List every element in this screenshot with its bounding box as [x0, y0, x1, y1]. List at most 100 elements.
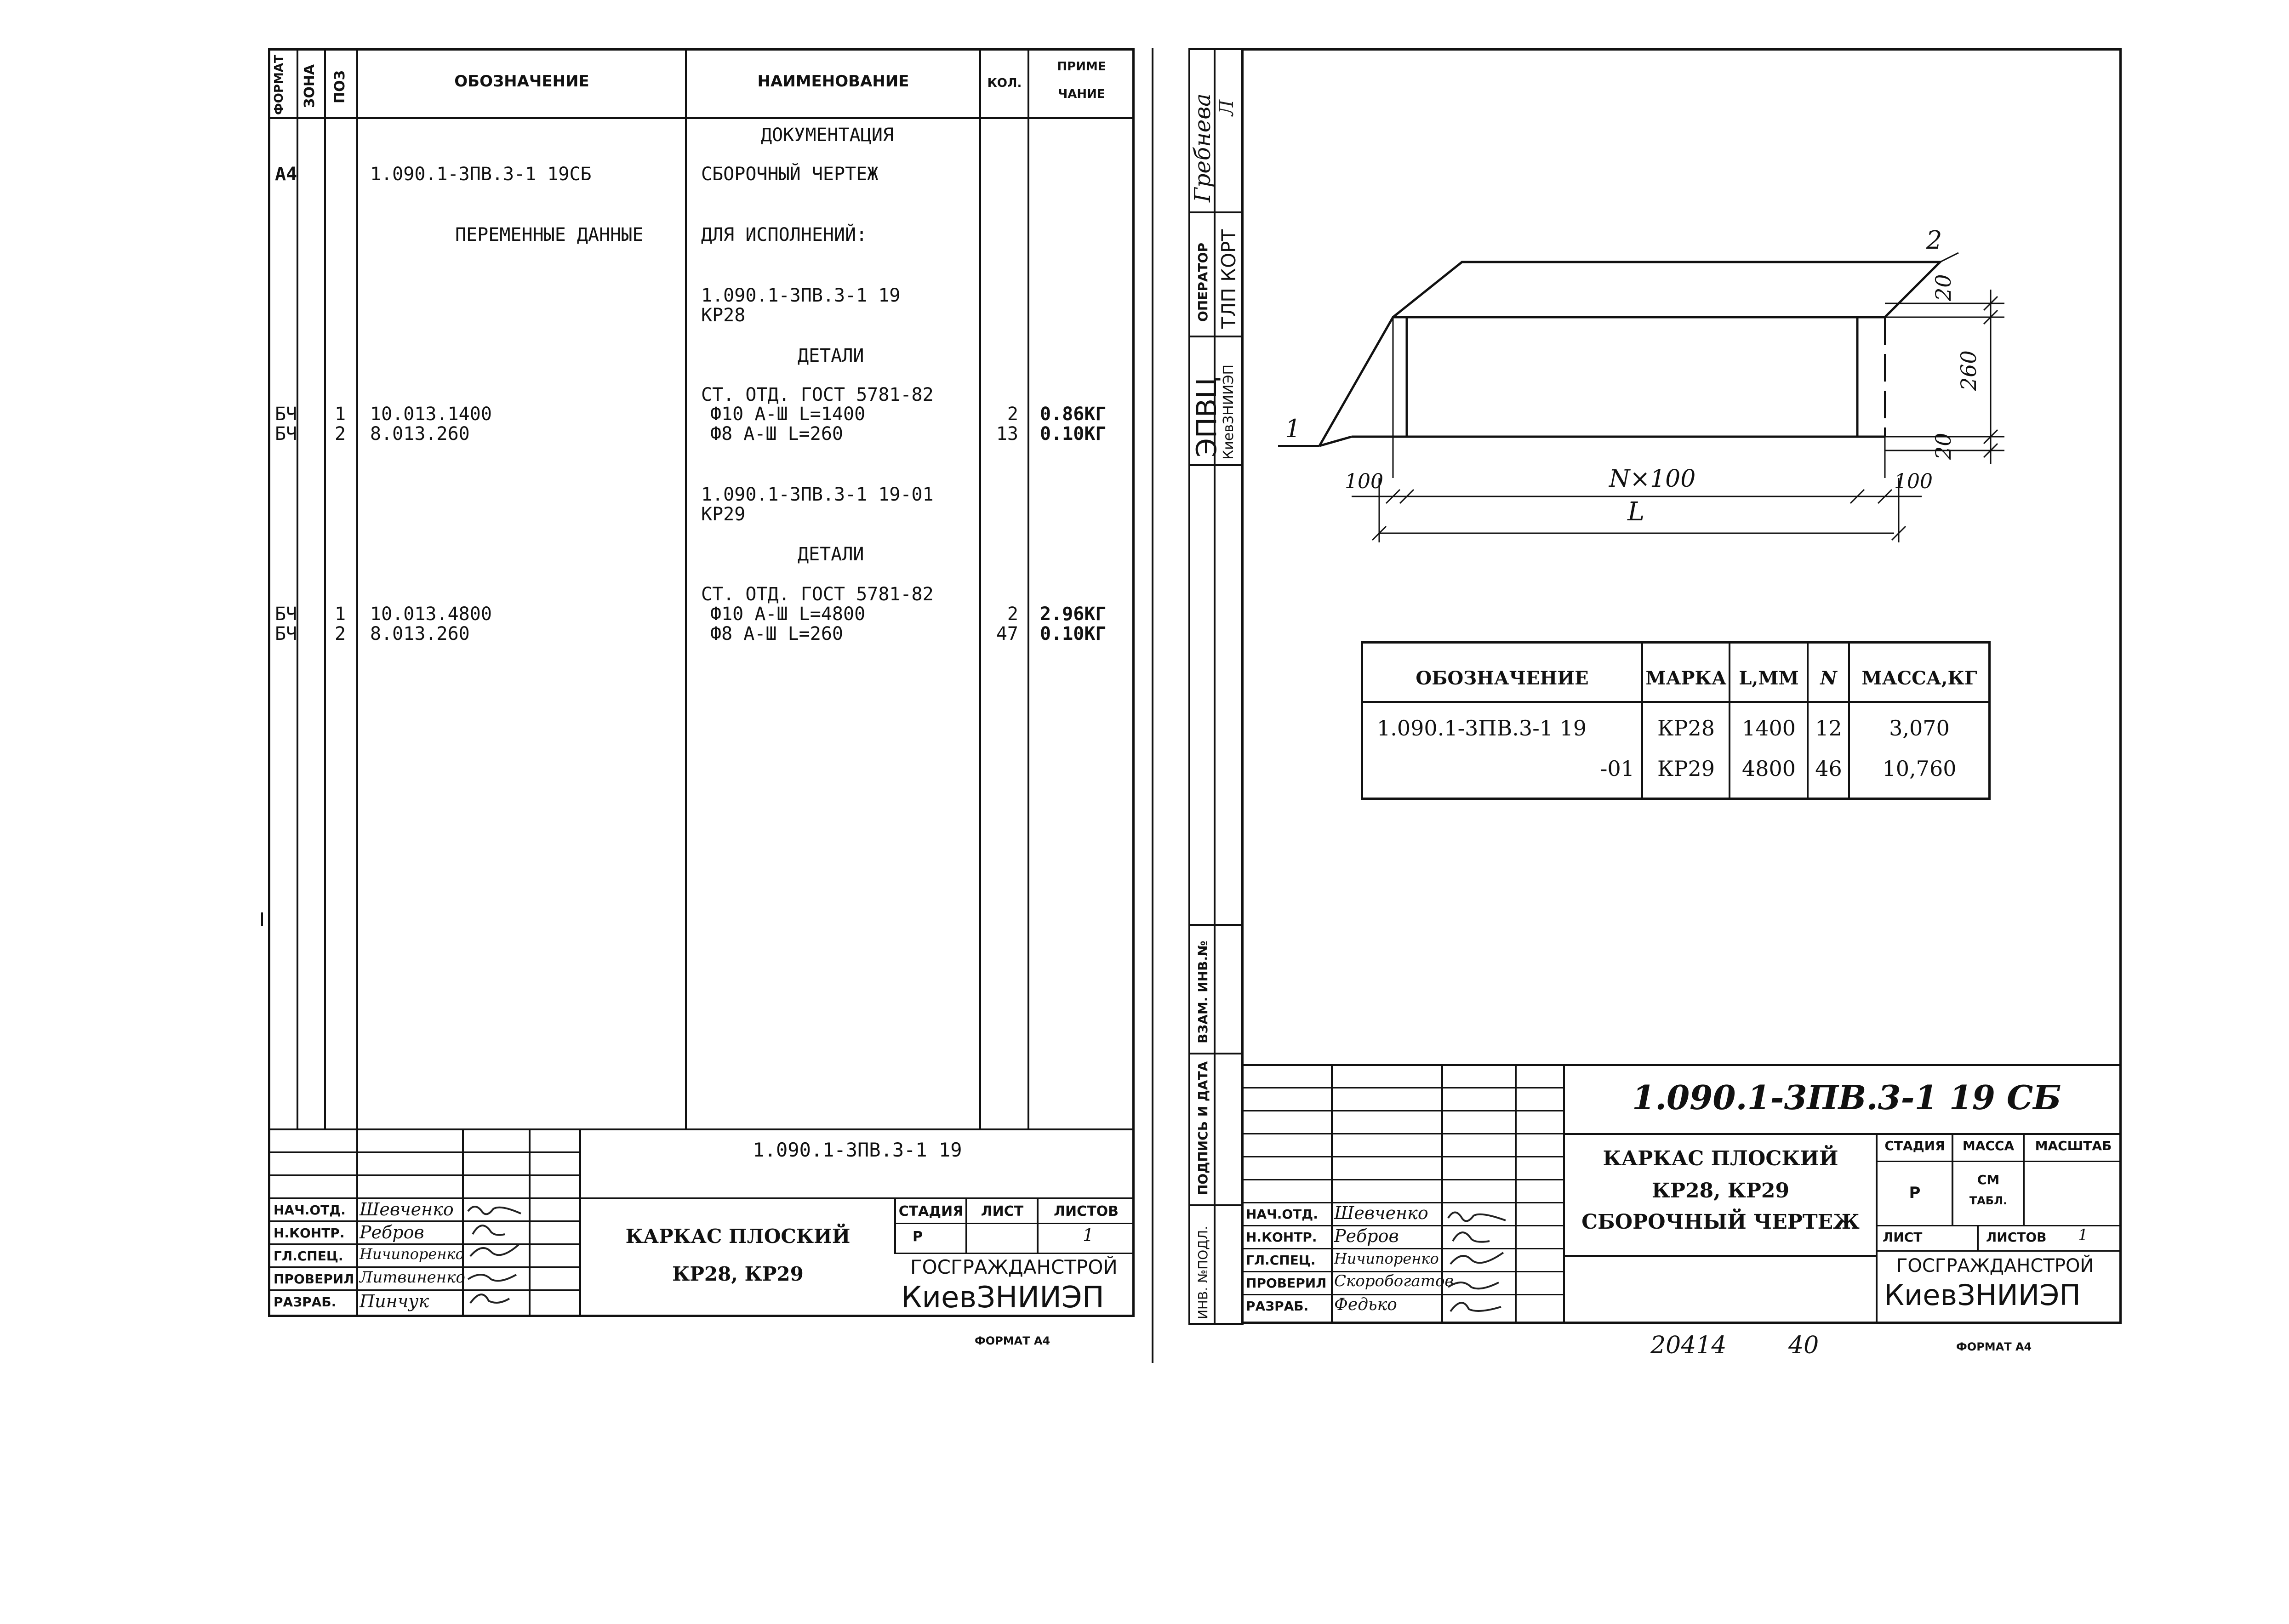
bottom-number-1: 20414 [1650, 1332, 1727, 1359]
left-format-label: ФОРМАТ А4 [975, 1334, 1050, 1347]
right-role-2: ГЛ.СПЕЦ. [1246, 1253, 1316, 1268]
row-r3-name: Ф10 А-Ш L=4800 [710, 604, 866, 625]
left-role-3: ПРОВЕРИЛ [274, 1271, 354, 1287]
right-tb-stage-hl1 [1876, 1161, 2122, 1162]
left-tb-col-3 [529, 1128, 531, 1317]
right-tb-line-4 [1241, 1156, 1563, 1157]
left-spec-frame [268, 48, 1135, 1317]
right-tb-code: 1.090.1-3ПВ.3-1 19 СБ [1632, 1078, 2061, 1117]
left-tb-line-7 [268, 1289, 581, 1291]
left-tb-org-2: КиевЗНИИЭП [901, 1281, 1104, 1315]
right-format-label: ФОРМАТ А4 [1956, 1340, 2032, 1353]
drawing-dim-mid: 260 [1956, 350, 1981, 391]
stamp-hl-4 [1188, 924, 1244, 926]
right-name-4: Федько [1334, 1295, 1397, 1314]
left-tb-sheet-label: ЛИСТ [981, 1203, 1024, 1219]
left-tb-line-4 [268, 1220, 581, 1222]
header-format: ФОРМАТ [272, 55, 286, 115]
left-tb-title-2: КР28, КР29 [672, 1263, 804, 1285]
stamp-col-mid [1214, 48, 1216, 1324]
right-tb-sheet-label: ЛИСТ [1883, 1230, 1923, 1245]
right-tb-top [1241, 1064, 2122, 1066]
row-r3-note: 2.96КГ [1040, 604, 1107, 625]
right-tb-title-1: КАРКАС ПЛОСКИЙ [1603, 1147, 1838, 1170]
right-name-2: Ничипоренко [1334, 1250, 1439, 1267]
right-tb-line-7 [1241, 1225, 1563, 1226]
row-r2-pos: 2 [335, 423, 346, 444]
spec-col-1 [1641, 641, 1643, 800]
left-tb-stage-left [894, 1197, 896, 1253]
col-line-qty [1027, 48, 1029, 1128]
right-signatures [1447, 1211, 1506, 1312]
stamp-kiev: КиевЗНИИЭП [1221, 364, 1237, 460]
bottom-number-2: 40 [1788, 1332, 1819, 1359]
right-tb-sheets-label: ЛИСТОВ [1986, 1230, 2047, 1245]
left-tb-line-5 [268, 1243, 581, 1245]
col-line-pos [356, 48, 358, 1128]
left-tb-stage-hl1 [894, 1223, 1135, 1224]
spec-r1-c2: 1400 [1741, 716, 1796, 741]
right-tb-line-5 [1241, 1179, 1563, 1180]
spec-col-4 [1848, 641, 1850, 800]
drawing-dim-right: 100 [1894, 470, 1933, 493]
spec-col-2 [1729, 641, 1730, 800]
spec-r2-c0: -01 [1600, 756, 1634, 781]
left-tb-code: 1.090.1-3ПВ.3-1 19 [753, 1139, 962, 1161]
spec-r1-c3: 12 [1815, 716, 1842, 741]
spec-r2-c4: 10,760 [1882, 756, 1957, 781]
col-line-designation [685, 48, 687, 1128]
spec-header-1: МАРКА [1645, 667, 1727, 689]
left-tb-stage-mid1 [965, 1197, 967, 1253]
sheet-divider [1152, 48, 1153, 1363]
right-tb-stage-value: Р [1909, 1184, 1921, 1202]
left-tb-stage-hl2 [894, 1253, 1135, 1254]
frame-drawing [1278, 252, 2004, 542]
left-tb-line-2 [268, 1174, 581, 1176]
right-tb-line-1 [1241, 1087, 1563, 1088]
right-tb-stage-mid1 [1952, 1133, 1953, 1225]
row-r1-pos: 1 [335, 404, 346, 425]
drawing-pos-1: 1 [1285, 414, 1301, 443]
header-name: НАИМЕНОВАНИЕ [757, 72, 909, 91]
row-v2-mark: КР29 [701, 504, 746, 525]
left-tb-col-2 [462, 1128, 464, 1317]
right-tb-stage-hl2 [1876, 1225, 2122, 1226]
row-v1-code: 1.090.1-3ПВ.3-1 19 [701, 285, 901, 306]
left-tb-stage-value: Р [913, 1229, 923, 1245]
row-a4-name: СБОРОЧНЫЙ ЧЕРТЕЖ [701, 164, 879, 185]
row-r3-qty: 2 [1007, 604, 1018, 625]
right-main-frame [1241, 48, 2122, 1324]
header-pos: ПОЗ [332, 70, 348, 103]
right-role-1: Н.КОНТР. [1246, 1230, 1317, 1245]
row-a4-designation: 1.090.1-3ПВ.3-1 19СБ [370, 164, 592, 185]
row-r2-name: Ф8 А-Ш L=260 [710, 423, 843, 444]
row-r2-format: БЧ [275, 423, 297, 444]
spec-header-3: N [1820, 667, 1837, 689]
right-name-0: Шевченко [1334, 1203, 1428, 1223]
left-name-2: Ничипоренко [360, 1245, 464, 1263]
stamp-inv: ИНВ. №ПОДЛ. [1195, 1225, 1210, 1319]
right-tb-org-1: ГОСГРАЖДАНСТРОЙ [1896, 1255, 2094, 1276]
spec-r1-c1: КР28 [1657, 716, 1715, 741]
stamp-hl-1 [1188, 211, 1244, 213]
stamp-bottom [1188, 1323, 1244, 1325]
right-tb-stage-label: СТАДИЯ [1884, 1138, 1945, 1153]
left-header-divider [268, 117, 1135, 119]
row-variable-data: ПЕРЕМЕННЫЕ ДАННЫЕ [455, 224, 644, 245]
stamp-col-left [1188, 48, 1190, 1324]
stamp-operator: ОПЕРАТОР [1195, 243, 1210, 322]
right-tb-col-2 [1441, 1064, 1443, 1324]
spec-header-0: ОБОЗНАЧЕНИЕ [1416, 667, 1589, 689]
left-edge-mark [261, 912, 263, 926]
col-line-name [979, 48, 981, 1128]
right-tb-title-2: КР28, КР29 [1651, 1179, 1790, 1202]
row-r4-designation: 8.013.260 [370, 623, 470, 644]
left-tb-line-1 [268, 1151, 581, 1153]
spec-r1-c4: 3,070 [1889, 716, 1950, 741]
right-tb-line-10 [1241, 1294, 1563, 1295]
header-designation: ОБОЗНАЧЕНИЕ [454, 72, 589, 91]
row-r4-note: 0.10КГ [1040, 623, 1107, 644]
right-tb-mass-value-1: СМ [1977, 1172, 2000, 1187]
left-role-2: ГЛ.СПЕЦ. [274, 1248, 343, 1264]
right-tb-line-code [1563, 1133, 2122, 1135]
